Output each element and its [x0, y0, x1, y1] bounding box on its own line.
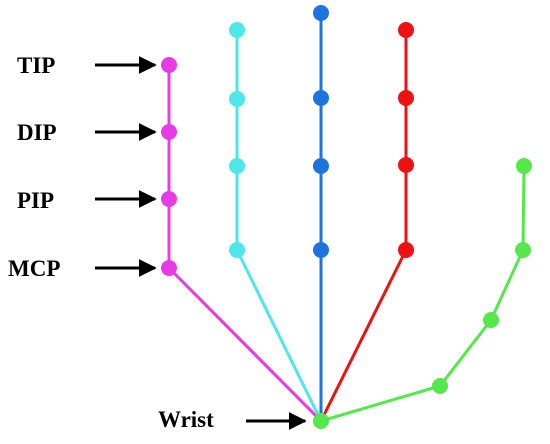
- ring-joint-4: [229, 22, 245, 38]
- middle-joint-1: [313, 242, 329, 258]
- thumb-joint-3: [515, 242, 531, 258]
- pinky-joint-4: [161, 57, 177, 73]
- middle-joint-3: [313, 90, 329, 106]
- bone-lines: [167, 13, 526, 423]
- wrist-joint: [313, 413, 329, 429]
- middle-joint-2: [313, 158, 329, 174]
- index-bone-line: [319, 30, 408, 422]
- thumb-bone-line: [320, 165, 526, 423]
- mcp-label: MCP: [8, 256, 61, 281]
- tip-label: TIP: [17, 53, 56, 78]
- middle-joint-4: [313, 5, 329, 21]
- pinky-joint-2: [161, 191, 177, 207]
- thumb-joint-1: [432, 378, 448, 394]
- index-joint-1: [398, 242, 414, 258]
- index-joint-3: [398, 90, 414, 106]
- ring-joint-1: [229, 242, 245, 258]
- joint-markers: [161, 5, 532, 429]
- ring-joint-2: [229, 158, 245, 174]
- wrist-label: Wrist: [158, 407, 214, 432]
- ring-joint-3: [229, 91, 245, 107]
- thumb-joint-2: [483, 312, 499, 328]
- pinky-joint-3: [161, 124, 177, 140]
- index-joint-4: [398, 22, 414, 38]
- ring-bone-line: [235, 30, 323, 422]
- index-joint-2: [398, 157, 414, 173]
- pip-label: PIP: [17, 188, 55, 213]
- dip-label: DIP: [17, 120, 57, 145]
- pinky-joint-1: [161, 260, 177, 276]
- pinky-bone-line: [167, 65, 323, 423]
- thumb-joint-4: [516, 158, 532, 174]
- label-arrows: [95, 56, 307, 430]
